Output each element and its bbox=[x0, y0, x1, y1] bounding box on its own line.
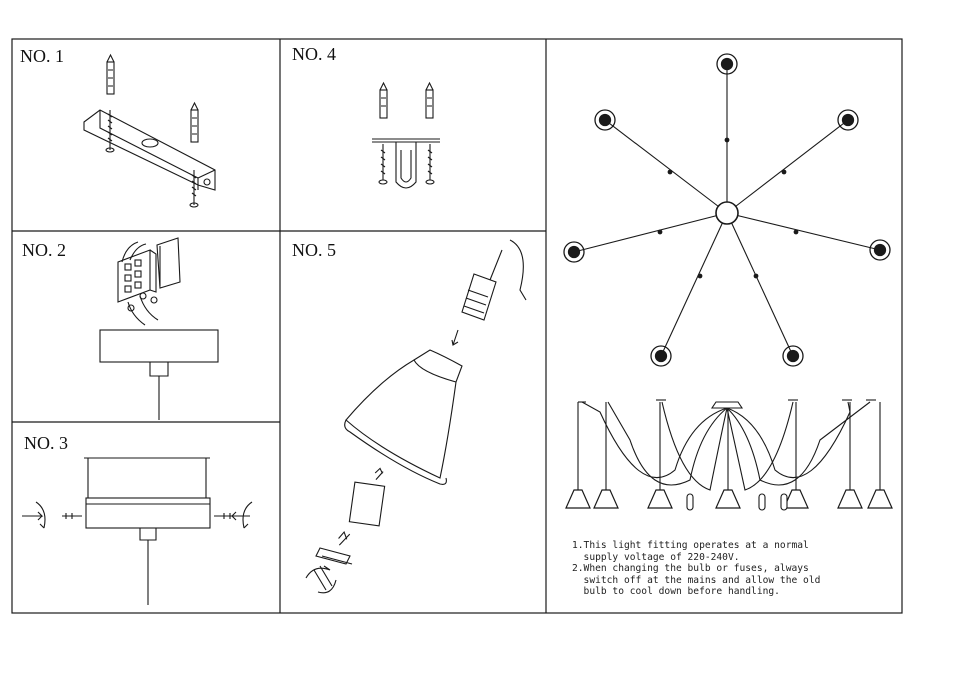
note-2-line-3: bulb to cool down before handling. bbox=[572, 586, 780, 598]
chandelier-top-view bbox=[563, 53, 891, 367]
safety-notes: 1.This light fitting operates at a norma… bbox=[572, 540, 902, 598]
note-2-line-2: switch off at the mains and allow the ol… bbox=[572, 574, 821, 586]
panel-label-no5: NO. 5 bbox=[292, 240, 336, 260]
panel-label-no2: NO. 2 bbox=[22, 240, 66, 260]
canopy-fixing-illustration bbox=[22, 457, 253, 605]
panel-label-no1: NO. 1 bbox=[20, 46, 64, 66]
panel-label-no4: NO. 4 bbox=[292, 44, 336, 64]
wiring-illustration bbox=[99, 237, 219, 420]
note-1-line-1: 1.This light fitting operates at a norma… bbox=[572, 540, 809, 551]
shade-assembly-illustration bbox=[305, 239, 527, 594]
chandelier-side-view bbox=[565, 399, 893, 511]
hook-assembly-illustration bbox=[372, 81, 440, 189]
note-2-line-1: 2.When changing the bulb or fuses, alway… bbox=[572, 563, 809, 575]
mounting-bracket-illustration bbox=[83, 53, 216, 208]
panel-label-no3: NO. 3 bbox=[24, 433, 68, 453]
note-1-line-2: supply voltage of 220-240V. bbox=[572, 551, 740, 563]
sheet-frame bbox=[11, 38, 903, 614]
